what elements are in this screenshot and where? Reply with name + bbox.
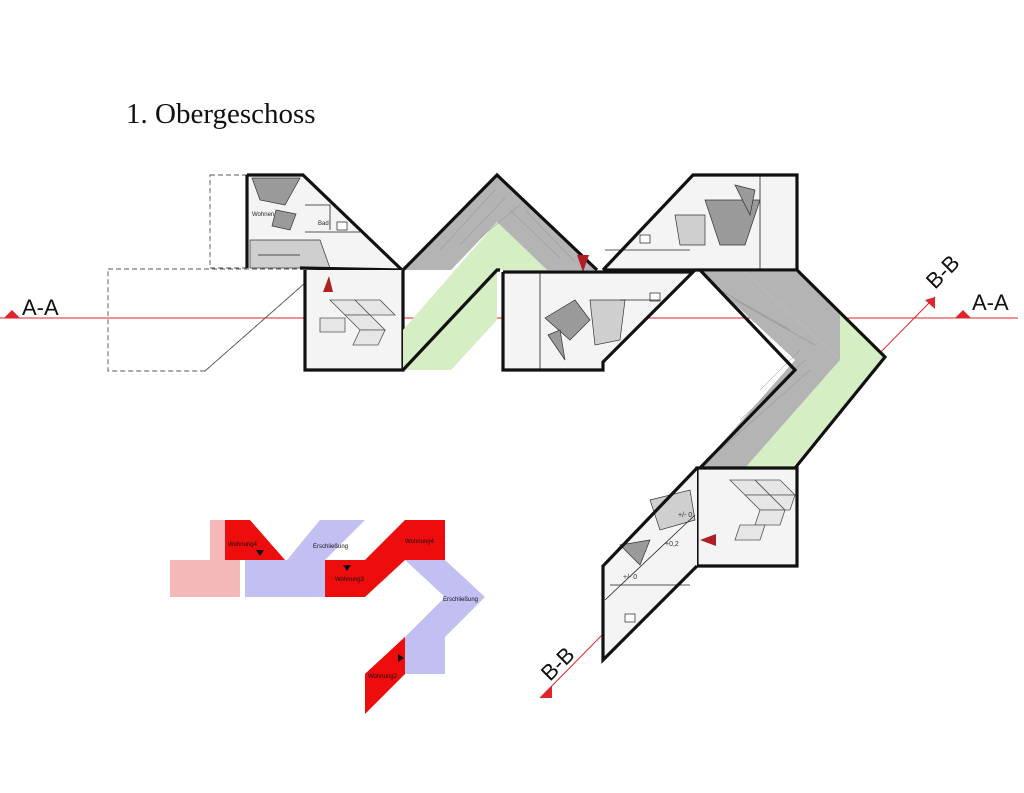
section-label-bb-bottom: B-B [536, 642, 580, 686]
section-marker-bb-bottom [540, 686, 552, 698]
level-label-2: +0,2 [665, 541, 679, 548]
corridor-zigzag-1 [401, 172, 599, 372]
section-marker-aa-right [955, 310, 971, 318]
key-label-wohnung-b: Wohnung4 [405, 539, 435, 545]
section-label-bb-top: B-B [921, 250, 965, 294]
level-label-3: +/- 0 [623, 574, 637, 581]
door-marker [323, 276, 333, 292]
section-label-aa-right: A-A [972, 290, 1009, 315]
stair-room-left [303, 270, 405, 372]
key-label-erschliessung-2: Erschließung [443, 597, 478, 603]
section-marker-aa-left [4, 310, 20, 318]
key-label-wohnung-c: Wohnung3 [335, 577, 365, 583]
key-zone-erschliessung-2 [405, 560, 485, 637]
apartment-upper-left: Wohnen Bad [245, 173, 404, 272]
section-label-aa-left: A-A [22, 295, 59, 320]
apartment-lower: +/- 0 +0,2 +/- 0 [601, 466, 699, 664]
stair-room-right [695, 466, 799, 568]
door-marker [577, 255, 589, 272]
room-label-wohnen: Wohnen [252, 212, 274, 218]
key-label-erschliessung-1: Erschließung [313, 544, 348, 550]
apartment-upper-right [601, 173, 799, 287]
door-marker [700, 534, 716, 546]
apartment-middle [501, 270, 697, 372]
key-zone-lilac-2 [405, 637, 445, 674]
section-marker-bb-top [925, 297, 935, 309]
level-label-1: +/- 0 [678, 512, 692, 519]
key-zone-erschliessung-1 [287, 520, 365, 597]
key-label-wohnung-a: Wohnung4 [228, 542, 258, 548]
key-zone-lilac-1 [245, 560, 287, 597]
usage-key-diagram: Wohnung4 Erschließung Wohnung4 Wohnung3 … [170, 520, 485, 714]
key-zone-wohnung-a [225, 520, 285, 560]
key-label-wohnung-d: Wohnung2 [368, 674, 398, 680]
corridor-zigzag-2 [698, 268, 888, 470]
key-zone-wohnung-c [325, 560, 365, 597]
room-label-bad: Bad [318, 221, 329, 227]
page-title: 1. Obergeschoss [126, 98, 316, 130]
